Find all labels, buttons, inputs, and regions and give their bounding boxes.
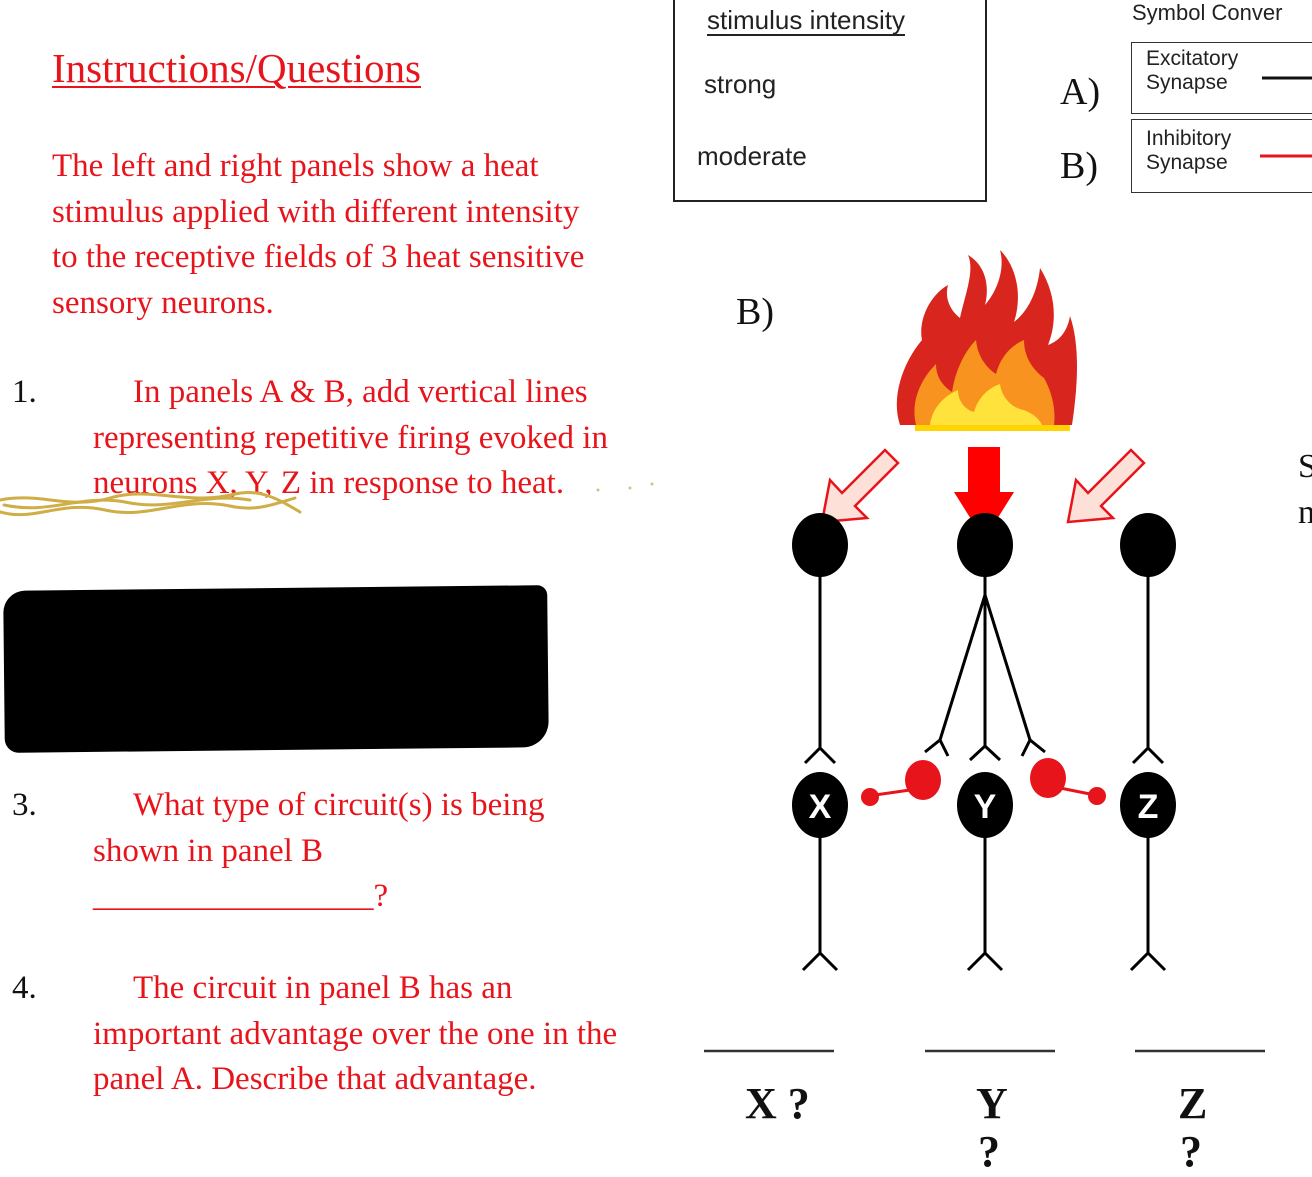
sensory-neuron-right [1120,513,1176,765]
instructions-heading: Instructions/Questions [52,45,421,91]
excitatory-line1: Excitatory [1146,47,1239,70]
neuron-y-label: Y [974,788,997,826]
intro-text: The left and right panels show a heat st… [52,148,585,321]
answer-label-z: Z [1178,1079,1208,1128]
neuron-z: Z [1120,772,1176,972]
stimulus-arrow-left [820,448,900,524]
symbol-convention-title: Symbol Conver [1132,0,1283,25]
question-3-text: What type of circuit(s) is being shown i… [93,787,545,914]
panel-b-title: B) [736,291,774,333]
flame-icon [896,250,1077,431]
inhibitory-interneuron-right [1030,758,1106,805]
highlight-squiggle [0,490,302,517]
sensory-neuron-left [792,513,848,765]
question-3-number: 3. [12,787,37,823]
legend-strong-label: strong [704,69,777,99]
excitatory-symbol-label: Excitatory Synapse [1146,47,1238,95]
label-a: A) [1060,71,1101,113]
question-4-text: The circuit in panel B has an important … [93,970,618,1097]
neuron-z-label: Z [1138,788,1159,826]
sensory-neuron-center [924,513,1046,762]
inhibitory-line2: Synapse [1146,151,1228,174]
label-b: B) [1060,145,1098,187]
neuron-y: Y [957,772,1013,972]
stimulus-arrow-center [954,447,1014,540]
inhibitory-interneuron-left [861,760,941,806]
stimulus-arrow-right [1066,448,1146,524]
legend-title: stimulus intensity [707,5,905,35]
answer-question-z: ? [1180,1127,1202,1176]
answer-label-y: Y [976,1079,1008,1128]
neuron-x-label: X [809,788,832,826]
inhibitory-symbol-label: Inhibitory Synapse [1146,127,1231,175]
inhibitory-line1: Inhibitory [1146,127,1232,150]
answer-label-x: X ? [745,1079,810,1128]
question-1-text: In panels A & B, add vertical lines repr… [93,374,608,501]
excitatory-line2: Synapse [1146,71,1228,94]
legend-moderate-label: moderate [697,141,807,171]
neuron-x: X [792,772,848,972]
answer-question-y: ? [978,1127,1000,1176]
cutoff-text-1: S [1298,448,1312,485]
cutoff-text-2: n [1298,494,1312,531]
faint-dots [596,482,654,492]
stimulus-legend-box [673,0,987,202]
question-4-number: 4. [12,970,37,1006]
question-1-number: 1. [12,374,37,410]
